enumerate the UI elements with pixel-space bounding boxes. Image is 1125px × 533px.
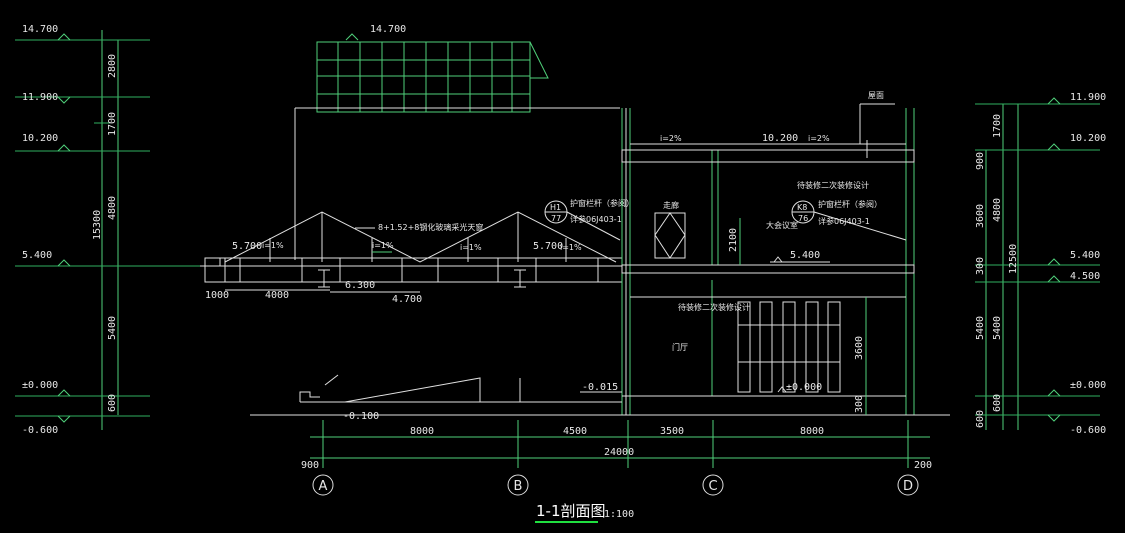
elev-4700: 4.700 [392,294,422,305]
floor-elev-540: 5.400 [790,250,820,261]
left-elev-1190: 11.900 [22,92,58,103]
main-building: i=2% i=2% 10.200 屋面 走廊 大会议室 待装修二次装修设计 待装… [250,91,950,416]
callout-h1: H1 77 护窗栏杆（参阅） 详参06J403-1 [544,198,634,241]
right-elev-000: ±0.000 [1070,380,1106,391]
parapet-label: 屋面 [868,91,884,100]
slope-label-3: i=1% [460,243,482,252]
axis-b-bubble [507,474,529,496]
right-elev-540: 5.400 [1070,250,1100,261]
left-dim-1700: 1700 [107,112,118,136]
bottom-dim-8000b: 8000 [800,426,824,437]
grid-axes: A B C D [312,474,919,496]
hall-big-label: 大会议室 [766,220,798,230]
drawing-title-block: 1-1剖面图 1:100 [535,502,634,523]
left-elev-060: -0.600 [22,425,58,436]
dim-300: 300 [854,395,865,413]
drawing-title: 1-1剖面图 [536,502,606,520]
right-dim-4800: 4800 [992,198,1003,222]
axis-d-label: D [903,479,913,494]
std-note-2: 详参06J403-1 [818,216,870,226]
right-elev-1020: 10.200 [1070,133,1106,144]
elev-570-a: 5.700 [232,241,262,252]
slope-label-4: i=1% [560,243,582,252]
bottom-dimensions: 8000 4500 3500 8000 24000 900 200 [301,420,932,471]
roof-elev: 10.200 [762,133,798,144]
bottom-dim-200: 200 [914,460,932,471]
callout-h1-label: H1 [550,203,561,212]
rail-note-1: 护窗栏杆（参阅） [570,198,634,208]
right-elevation-scale: 11.900 10.200 5.400 4.500 ±0.000 -0.600 … [975,92,1106,436]
axis-b-label: B [514,479,523,494]
axis-c-bubble [702,474,724,496]
elev-0015: -0.015 [582,382,618,393]
elev-0100: -0.100 [343,411,379,422]
deco-note-1: 待装修二次装修设计 [797,180,869,190]
upper-roof-structure: 14.700 [294,24,620,260]
bottom-dim-3500: 3500 [660,426,684,437]
stair-label: 走廊 [663,200,679,210]
left-dim-4800: 4800 [107,196,118,220]
left-elev-000: ±0.000 [22,380,58,391]
right-dim-600a: 600 [992,394,1003,412]
std-note-1: 详参06J403-1 [570,214,622,224]
left-elev-1470: 14.700 [22,24,58,35]
bottom-dim-900: 900 [301,460,319,471]
left-elev-540: 5.400 [22,250,52,261]
left-elevation-scale: 14.700 11.900 10.200 5.400 ±0.000 -0.600… [15,24,200,436]
left-elev-1020: 10.200 [22,133,58,144]
right-elev-1190: 11.900 [1070,92,1106,103]
right-dim-300: 300 [975,257,986,275]
callout-k8-label: K8 [797,203,807,212]
glass-roof-note: 8+1.52+8钢化玻璃采光天窗 [378,222,483,232]
slope-label-2: i=1% [372,241,394,250]
axis-a-label: A [319,479,328,494]
elev-000: ±0.000 [786,382,822,393]
bottom-dim-total: 24000 [604,447,634,458]
right-elev-060: -0.600 [1070,425,1106,436]
glass-skylight: 8+1.52+8钢化玻璃采光天窗 i=1% i=1% i=1% i=1% 5.7… [200,211,623,305]
axis-a-bubble [312,474,334,496]
right-dim-5400b: 5400 [975,316,986,340]
bottom-dim-4500: 4500 [563,426,587,437]
drawing-scale: 1:100 [604,509,634,520]
right-dim-1700: 1700 [992,114,1003,138]
axis-d-bubble [897,474,919,496]
left-dim-total: 15300 [92,210,103,240]
lobby-label: 门厅 [672,342,688,352]
right-dim-3600: 3600 [975,204,986,228]
right-dim-900: 900 [975,152,986,170]
axis-c-label: C [708,479,717,494]
deco-note-2: 待装修二次装修设计 [678,302,750,312]
elev-6300: 6.300 [345,280,375,291]
slope-label-1: i=1% [262,241,284,250]
bottom-dim-8000a: 8000 [410,426,434,437]
callout-k8-number: 76 [798,214,808,223]
right-elev-450: 4.500 [1070,271,1100,282]
dim-3600: 3600 [854,336,865,360]
right-dim-5400a: 5400 [992,316,1003,340]
elev-570-b: 5.700 [533,241,563,252]
ramp: -0.100 [299,374,521,422]
rail-note-2: 护窗栏杆（参阅） [818,199,882,209]
roof-top-elev: 14.700 [370,24,406,35]
dim-2100: 2100 [728,228,739,252]
dim-4000: 4000 [265,290,289,301]
dim-1000: 1000 [205,290,229,301]
left-dim-2800: 2800 [107,54,118,78]
right-dim-600b: 600 [975,410,986,428]
roof-slope-a: i=2% [660,134,682,143]
callout-h1-number: 77 [551,214,561,223]
left-dim-600: 600 [107,394,118,412]
right-dim-total: 12500 [1008,244,1019,274]
left-dim-5400: 5400 [107,316,118,340]
roof-slope-b: i=2% [808,134,830,143]
